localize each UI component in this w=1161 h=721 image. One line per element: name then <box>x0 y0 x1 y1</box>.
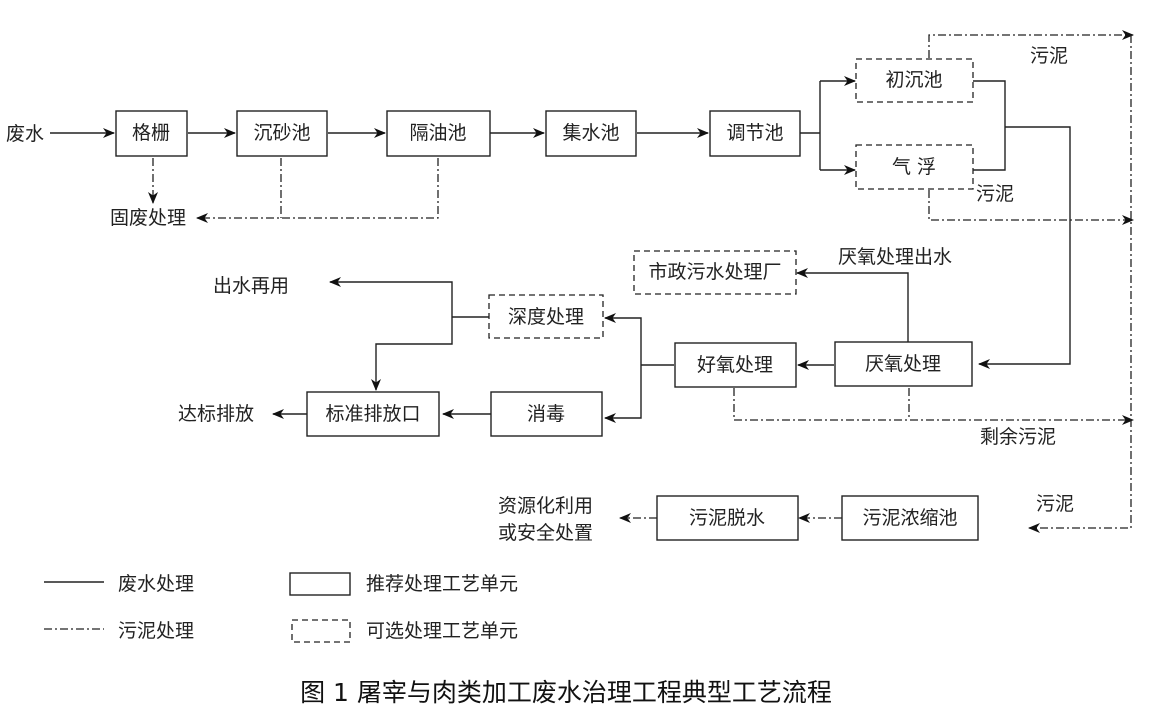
unit-label: 隔油池 <box>409 122 466 144</box>
unit-label: 深度处理 <box>508 306 584 328</box>
unit-air-flotation: 气 浮 <box>855 144 974 190</box>
legend-recommended-label: 推荐处理工艺单元 <box>366 573 518 595</box>
label-resource-line2: 或安全处置 <box>498 522 593 544</box>
unit-label: 好氧处理 <box>697 354 773 376</box>
unit-label: 集水池 <box>562 122 619 144</box>
label-resource-line1: 资源化利用 <box>498 495 593 517</box>
unit-label: 污泥浓缩池 <box>862 507 957 529</box>
flow-to-reuse <box>329 277 453 317</box>
flow-merge-after-pretreat <box>973 80 1006 171</box>
label-sludge-top: 污泥 <box>1030 45 1068 67</box>
legend-dashed-box <box>291 619 351 643</box>
label-solid-waste: 固废处理 <box>110 207 186 229</box>
unit-anaerobic: 厌氧处理 <box>834 341 973 387</box>
unit-label: 标准排放口 <box>325 403 420 425</box>
legend: 废水处理 污泥处理 推荐处理工艺单元 可选处理工艺单元 <box>44 572 518 643</box>
unit-disinfection: 消毒 <box>490 391 603 437</box>
unit-collection-tank: 集水池 <box>545 110 637 157</box>
flow-to-advanced <box>604 313 642 365</box>
sludge-collector-return <box>1028 35 1132 533</box>
unit-label: 厌氧处理 <box>865 353 941 375</box>
flow-merge-to-anaerobic <box>978 126 1071 369</box>
sludge-lines <box>148 30 1134 533</box>
unit-sludge-dewatering: 污泥脱水 <box>656 495 799 541</box>
unit-primary-settling: 初沉池 <box>855 58 974 103</box>
unit-municipal-plant: 市政污水处理厂 <box>633 250 797 295</box>
unit-label: 沉砂池 <box>253 122 310 144</box>
flow-anaerobic-to-municipal <box>796 268 909 342</box>
label-sludge-in: 污泥 <box>1036 493 1074 515</box>
unit-advanced-treatment: 深度处理 <box>488 294 604 339</box>
unit-screen: 格栅 <box>115 110 188 157</box>
unit-aerobic: 好氧处理 <box>674 342 797 388</box>
label-excess-sludge: 剩余污泥 <box>980 426 1056 448</box>
sludge-primary-settling-out <box>928 30 1134 58</box>
unit-grit-chamber: 沉砂池 <box>236 110 328 157</box>
flow-to-disinfection <box>604 365 642 423</box>
label-wastewater-input: 废水 <box>6 123 44 145</box>
legend-solid-box <box>289 572 351 596</box>
flow-to-standard-outlet <box>371 317 453 391</box>
label-sludge-flotation: 污泥 <box>976 183 1014 205</box>
unit-label: 调节池 <box>726 122 783 144</box>
sludge-oil-to-solid-waste <box>196 158 439 223</box>
unit-sludge-thickener: 污泥浓缩池 <box>841 495 979 541</box>
legend-optional-label: 可选处理工艺单元 <box>366 620 518 642</box>
label-discharge: 达标排放 <box>178 403 254 425</box>
unit-label: 消毒 <box>527 403 565 425</box>
unit-label: 污泥脱水 <box>689 507 765 529</box>
sludge-flotation-out <box>928 190 1134 225</box>
unit-standard-outlet: 标准排放口 <box>306 391 440 437</box>
unit-label: 格栅 <box>132 122 170 144</box>
unit-label: 初沉池 <box>885 69 942 91</box>
unit-label: 市政污水处理厂 <box>648 261 781 283</box>
unit-oil-separator: 隔油池 <box>386 110 491 157</box>
wastewater-lines <box>50 76 1071 423</box>
unit-equalization-tank: 调节池 <box>709 110 801 157</box>
legend-sludge-label: 污泥处理 <box>118 620 194 642</box>
label-anaerobic-effluent: 厌氧处理出水 <box>838 246 952 268</box>
unit-label: 气 浮 <box>892 156 936 178</box>
legend-wastewater-label: 废水处理 <box>118 573 194 595</box>
label-reuse: 出水再用 <box>213 275 289 297</box>
figure-caption: 图 1 屠宰与肉类加工废水治理工程典型工艺流程 <box>300 678 832 707</box>
